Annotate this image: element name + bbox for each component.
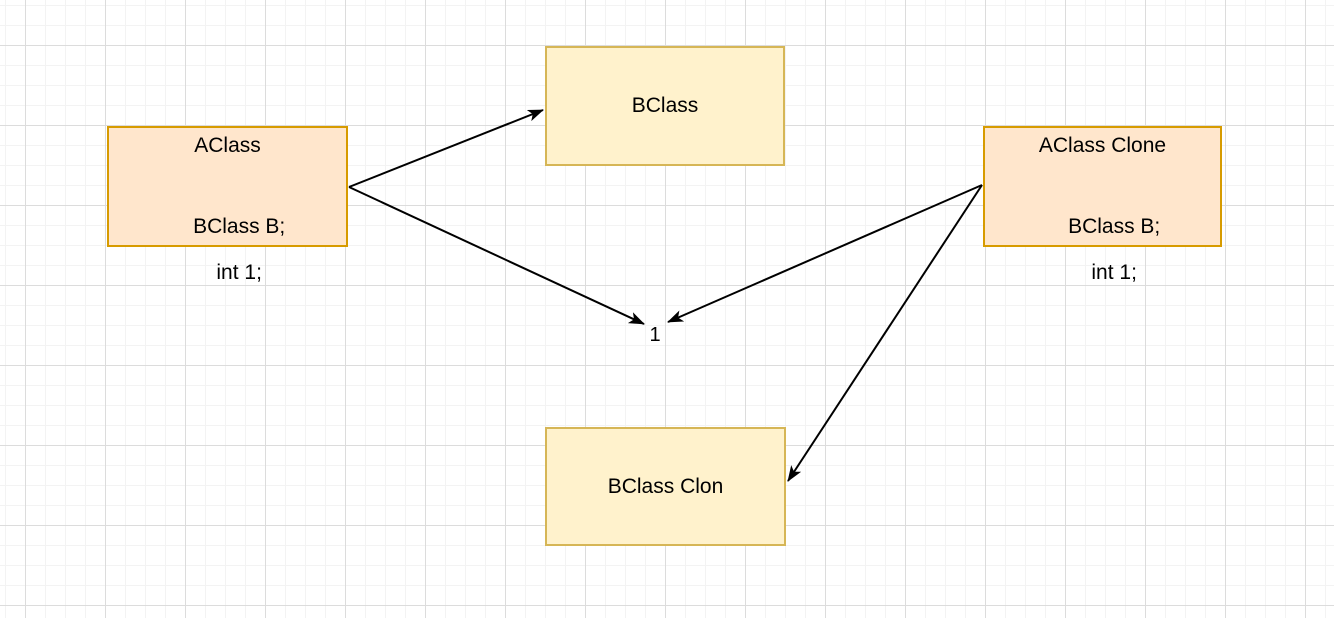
edge-aclass-clone-to-join[interactable] xyxy=(667,184,983,323)
node-body-line: int 1; xyxy=(1091,261,1137,284)
edge-aclass-to-bclass[interactable] xyxy=(348,109,544,188)
node-aclass-clone[interactable]: AClass Clone BClass B; int 1; xyxy=(983,126,1222,284)
node-body: BClass B; int 1; xyxy=(1045,192,1161,307)
node-body-line: int 1; xyxy=(216,261,262,284)
node-body-line: BClass B; xyxy=(193,215,286,238)
node-bclass[interactable]: BClass xyxy=(545,46,785,166)
node-body-line: BClass B; xyxy=(1068,215,1161,238)
node-title: AClass xyxy=(194,134,261,157)
node-title: BClass Clon xyxy=(607,474,724,498)
node-body: BClass B; int 1; xyxy=(170,192,286,307)
node-title: BClass xyxy=(631,94,699,117)
node-bclass-clon[interactable]: BClass Clon xyxy=(545,427,786,546)
edge-label[interactable]: 1 xyxy=(649,324,661,346)
node-aclass[interactable]: AClass BClass B; int 1; xyxy=(107,126,348,284)
node-title: AClass Clone xyxy=(1038,134,1167,157)
edge-aclass-clone-to-bclass-clon[interactable] xyxy=(787,184,983,482)
edge-aclass-to-join[interactable] xyxy=(348,186,645,325)
